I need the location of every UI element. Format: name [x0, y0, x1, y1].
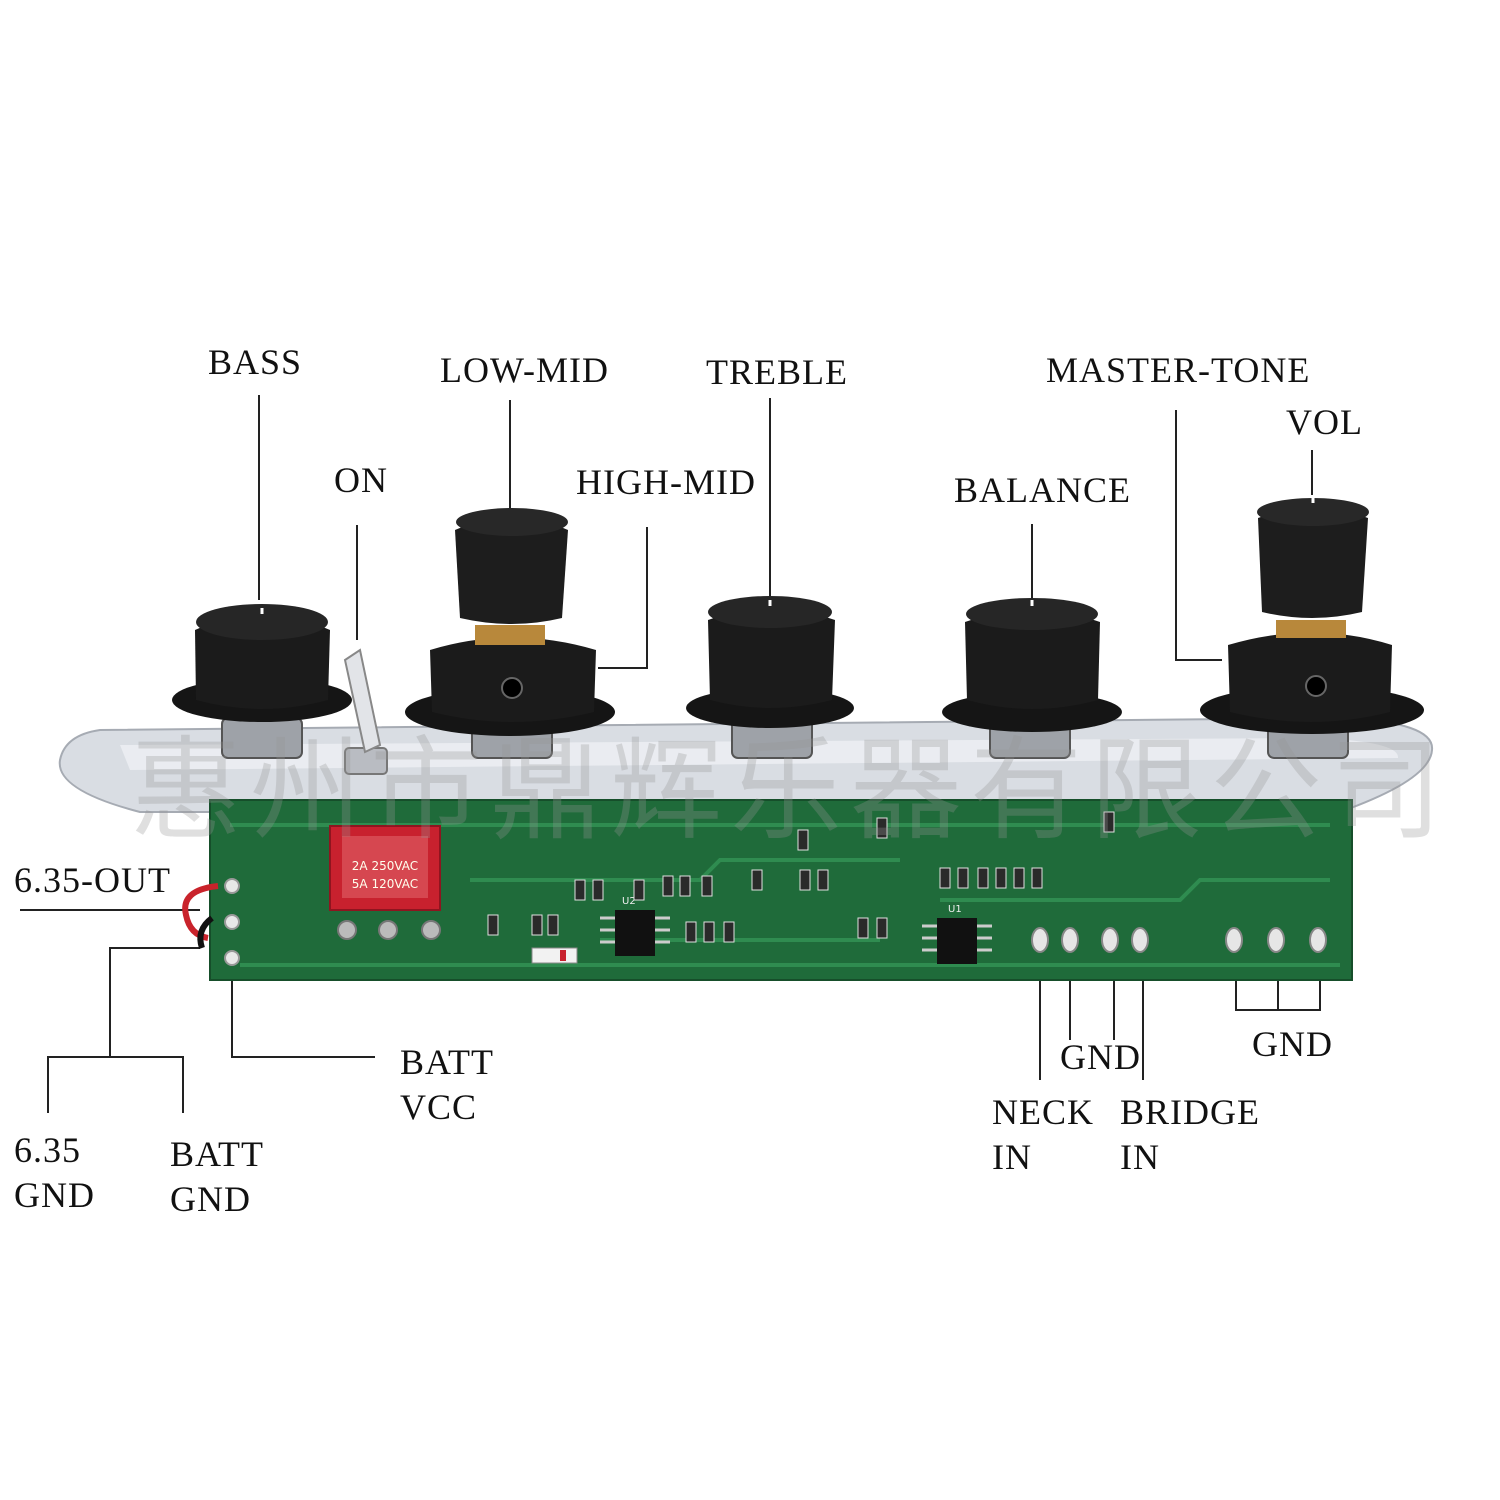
label-balance: BALANCE: [954, 470, 1131, 510]
label-635-out: 6.35-OUT: [14, 860, 171, 900]
vol-tone-knob: [1200, 496, 1424, 734]
label-batt-gnd: BATT GND: [170, 1134, 264, 1219]
balance-knob: [942, 598, 1122, 732]
label-low-mid: LOW-MID: [440, 350, 609, 390]
label-gnd-group: GND: [1252, 1024, 1333, 1064]
svg-text:U1: U1: [948, 904, 962, 915]
treble-knob: [686, 596, 854, 728]
input-pads: [1031, 927, 1327, 953]
leader-lines: [20, 395, 1321, 1113]
label-vol: VOL: [1286, 402, 1363, 442]
label-on: ON: [334, 460, 388, 500]
bass-knob: [172, 604, 352, 722]
switch-pins: [337, 920, 441, 940]
toggle-lever: [343, 648, 382, 754]
left-pads: [224, 878, 240, 966]
smd-components: [487, 811, 1115, 943]
chip-u2: [615, 910, 655, 956]
diode-d1: [531, 947, 578, 964]
low-mid-knob: [405, 508, 615, 736]
label-master-tone: MASTER-TONE: [1046, 350, 1311, 390]
black-wire: [197, 915, 214, 949]
label-treble: TREBLE: [706, 352, 848, 392]
label-batt-vcc: BATT VCC: [400, 1042, 494, 1127]
label-high-mid: HIGH-MID: [576, 462, 756, 502]
svg-text:U2: U2: [622, 896, 636, 907]
switch-rating-1: 2A 250VAC: [352, 859, 418, 873]
watermark: 惠州市鼎辉乐器有限公司: [130, 726, 1450, 856]
label-635-gnd: 6.35 GND: [14, 1130, 95, 1215]
label-neck-in: NECK IN: [992, 1092, 1094, 1177]
label-bridge-in: BRIDGE IN: [1120, 1092, 1260, 1177]
chip-u1: [937, 918, 977, 964]
label-gnd-pickup: GND: [1060, 1037, 1141, 1077]
label-bass: BASS: [208, 342, 303, 382]
switch-rating-2: 5A 120VAC: [352, 877, 418, 891]
